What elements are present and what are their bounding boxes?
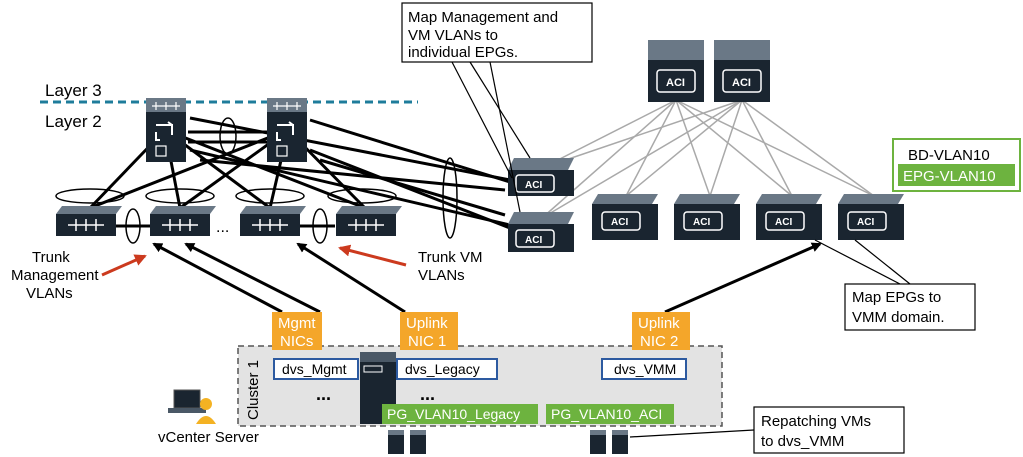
dvs-label: dvs_VMM bbox=[614, 361, 676, 377]
dvs-dots-left: ... bbox=[316, 384, 331, 404]
trunk-vm-label: VLANs bbox=[418, 267, 465, 284]
aci-spine[interactable]: ACI bbox=[648, 40, 704, 102]
switch-dots: ... bbox=[216, 219, 229, 236]
trunk-mgmt-label: VLANs bbox=[26, 285, 73, 302]
tag-line: NICs bbox=[280, 333, 313, 350]
callout-map-mgmt: Map Management and VM VLANs to individua… bbox=[401, 2, 593, 213]
access-switches bbox=[56, 206, 402, 236]
callout-map-epgs: Map EPGs to VMM domain. bbox=[814, 239, 976, 331]
vm-icon[interactable] bbox=[590, 430, 606, 454]
link-ellipses bbox=[55, 117, 458, 244]
aci-leaf[interactable]: ACI bbox=[674, 194, 740, 240]
callout-repatching: Repatching VMs to dvs_VMM bbox=[629, 406, 905, 454]
tag-line: NIC 1 bbox=[408, 333, 446, 350]
access-switch[interactable] bbox=[336, 206, 402, 236]
tag-line: Uplink bbox=[638, 315, 680, 332]
dvs-dots-mid: ... bbox=[420, 384, 435, 404]
callout-line: to dvs_VMM bbox=[761, 433, 844, 450]
aci-label: ACI bbox=[525, 180, 542, 191]
layer2-label: Layer 2 bbox=[45, 112, 102, 131]
dvs-label: dvs_Legacy bbox=[405, 361, 480, 377]
fabric-links bbox=[541, 99, 875, 219]
trunk-vm-label: Trunk VM bbox=[418, 249, 482, 266]
red-arrows bbox=[101, 244, 407, 277]
access-switch[interactable] bbox=[240, 206, 306, 236]
bd-label: BD-VLAN10 bbox=[908, 147, 990, 164]
layer3-label: Layer 3 bbox=[45, 81, 102, 100]
callout-line: VM VLANs to bbox=[408, 27, 498, 44]
aci-leaf[interactable]: ACI bbox=[592, 194, 658, 240]
vcenter-label: vCenter Server bbox=[158, 429, 259, 446]
tag-uplink2: Uplink NIC 2 bbox=[632, 312, 690, 350]
dvs-vmm[interactable]: dvs_VMM bbox=[601, 358, 687, 380]
aci-border-leaf[interactable]: ACI bbox=[508, 212, 574, 252]
tag-line: NIC 2 bbox=[640, 333, 678, 350]
trunk-mgmt-label: Trunk bbox=[32, 249, 70, 266]
tag-uplink1: Uplink NIC 1 bbox=[400, 312, 458, 350]
uplink-arrows bbox=[152, 242, 822, 314]
callout-line: Map Management and bbox=[408, 9, 558, 26]
aci-label: ACI bbox=[857, 217, 874, 228]
aci-label: ACI bbox=[732, 77, 751, 89]
aci-label: ACI bbox=[666, 77, 685, 89]
core-switch-right[interactable] bbox=[267, 98, 307, 162]
trunk-mgmt-label: Management bbox=[11, 267, 99, 284]
callout-line: Repatching VMs bbox=[761, 413, 871, 430]
vm-group-aci bbox=[590, 430, 628, 454]
aci-leaf[interactable]: ACI bbox=[756, 194, 822, 240]
access-switch[interactable] bbox=[56, 206, 122, 236]
aci-border-leaf[interactable]: ACI bbox=[508, 158, 574, 196]
tag-line: Uplink bbox=[406, 315, 448, 332]
callout-line: VMM domain. bbox=[852, 309, 945, 326]
callout-line: individual EPGs. bbox=[408, 44, 518, 61]
tag-mgmt-nics: Mgmt NICs bbox=[272, 312, 322, 350]
aci-label: ACI bbox=[525, 235, 542, 246]
pg-legacy[interactable]: PG_VLAN10_Legacy bbox=[382, 404, 538, 424]
core-switch-left[interactable] bbox=[146, 98, 186, 162]
dvs-mgmt[interactable]: dvs_Mgmt bbox=[273, 358, 359, 380]
aci-label: ACI bbox=[775, 217, 792, 228]
aci-spine[interactable]: ACI bbox=[714, 40, 770, 102]
epg-label: EPG-VLAN10 bbox=[903, 168, 996, 185]
bd-epg-box: BD-VLAN10 EPG-VLAN10 bbox=[892, 138, 1021, 192]
aci-leaf[interactable]: ACI bbox=[838, 194, 904, 240]
dvs-label: dvs_Mgmt bbox=[282, 361, 347, 377]
callout-line: Map EPGs to bbox=[852, 289, 941, 306]
pg-aci[interactable]: PG_VLAN10_ACI bbox=[546, 404, 674, 424]
access-switch[interactable] bbox=[150, 206, 216, 236]
vm-icon[interactable] bbox=[410, 430, 426, 454]
vcenter-icon[interactable] bbox=[168, 389, 216, 424]
cluster-label: Cluster 1 bbox=[245, 360, 262, 420]
tag-line: Mgmt bbox=[278, 315, 316, 332]
aci-label: ACI bbox=[693, 217, 710, 228]
pg-label: PG_VLAN10_Legacy bbox=[387, 406, 520, 422]
vm-group-legacy bbox=[388, 430, 426, 454]
trunk-links bbox=[88, 116, 511, 230]
dvs-legacy[interactable]: dvs_Legacy bbox=[396, 358, 498, 380]
aci-label: ACI bbox=[611, 217, 628, 228]
pg-label: PG_VLAN10_ACI bbox=[551, 406, 662, 422]
vm-icon[interactable] bbox=[388, 430, 404, 454]
vm-icon[interactable] bbox=[612, 430, 628, 454]
